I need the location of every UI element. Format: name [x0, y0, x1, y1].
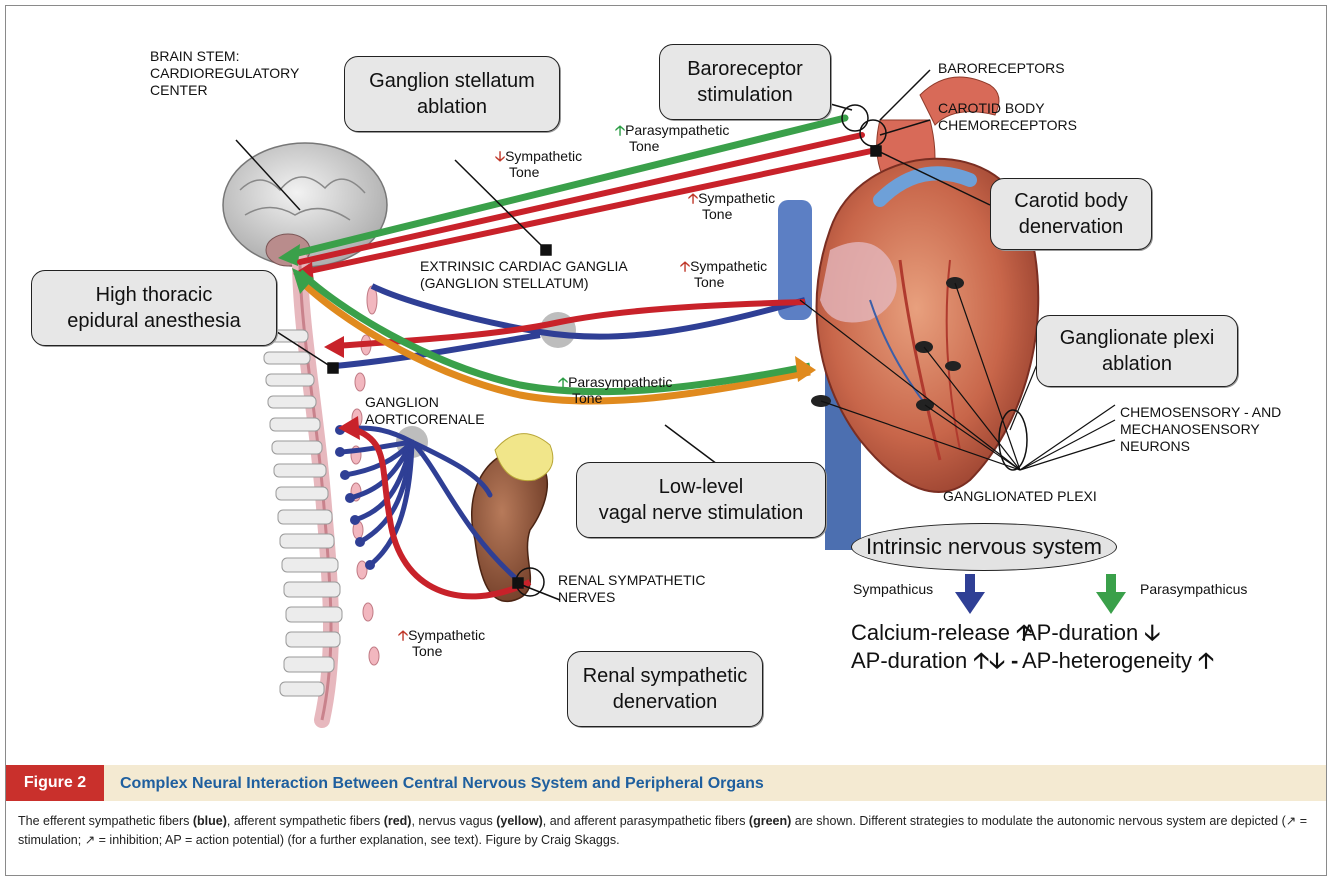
chemosensory-label: CHEMOSENSORY - AND MECHANOSENSORY NEURON…: [1120, 404, 1281, 455]
arrow-up-icon: 🡡: [558, 374, 568, 390]
arrow-up-icon: 🡡: [1198, 648, 1214, 673]
extrinsic-ganglia-label: EXTRINSIC CARDIAC GANGLIA (GANGLION STEL…: [420, 258, 628, 292]
intrinsic-nervous-system-title: Intrinsic nervous system: [851, 523, 1117, 571]
sympathetic-tone-heart: 🡡Sympathetic Tone: [680, 258, 767, 290]
para-effect-1: AP-duration 🡣: [1022, 619, 1160, 647]
arrow-up-icon: 🡡: [398, 627, 408, 643]
figure-title: Complex Neural Interaction Between Centr…: [120, 775, 764, 793]
parasympathetic-tone-low: 🡡Parasympathetic Tone: [558, 374, 672, 406]
figure-tag: Figure 2: [6, 765, 104, 801]
symp-effect-1: Calcium-release 🡡: [851, 619, 1032, 647]
arrow-up-icon: 🡡: [680, 258, 690, 274]
arrow-down-icon: 🡣: [1144, 620, 1160, 645]
arrow-up-icon: 🡡: [973, 648, 989, 673]
inhibition-arrow-icon: ↗: [85, 833, 95, 847]
sympathetic-tone-renal: 🡡Sympathetic Tone: [398, 627, 485, 659]
brain-stem-label: BRAIN STEM: CARDIOREGULATORY CENTER: [150, 48, 299, 99]
arrow-up-icon: 🡡: [688, 190, 698, 206]
blue-down-arrow-icon: [955, 574, 985, 614]
green-down-arrow-icon: [1096, 574, 1126, 614]
dash-icon: -: [1011, 648, 1018, 673]
sympathicus-label: Sympathicus: [853, 581, 933, 598]
parasympathetic-tone-top: 🡡Parasympathetic Tone: [615, 122, 729, 154]
arrow-down-icon: 🡣: [495, 148, 505, 164]
arrow-down-icon: 🡣: [989, 648, 1005, 673]
stimulation-arrow-icon: ↗: [1286, 814, 1296, 828]
parasympathicus-label: Parasympathicus: [1140, 581, 1247, 598]
para-effect-2: AP-heterogeneity 🡡: [1022, 647, 1214, 675]
sympathetic-tone-mid: 🡡Sympathetic Tone: [688, 190, 775, 222]
figure-caption: The efferent sympathetic fibers (blue), …: [18, 812, 1318, 850]
renal-nerves-label: RENAL SYMPATHETIC NERVES: [558, 572, 706, 606]
ganglion-aorticorenale-label: GANGLION AORTICORENALE: [365, 394, 485, 428]
baroreceptors-label: BARORECEPTORS: [938, 60, 1065, 77]
carotid-body-label: CAROTID BODY CHEMORECEPTORS: [938, 100, 1077, 134]
arrow-up-icon: 🡡: [615, 122, 625, 138]
symp-effect-2: AP-duration 🡡🡣 -: [851, 647, 1018, 675]
sympathetic-tone-down: 🡣Sympathetic Tone: [495, 148, 582, 180]
ganglionated-plexi-label: GANGLIONATED PLEXI: [943, 488, 1097, 505]
